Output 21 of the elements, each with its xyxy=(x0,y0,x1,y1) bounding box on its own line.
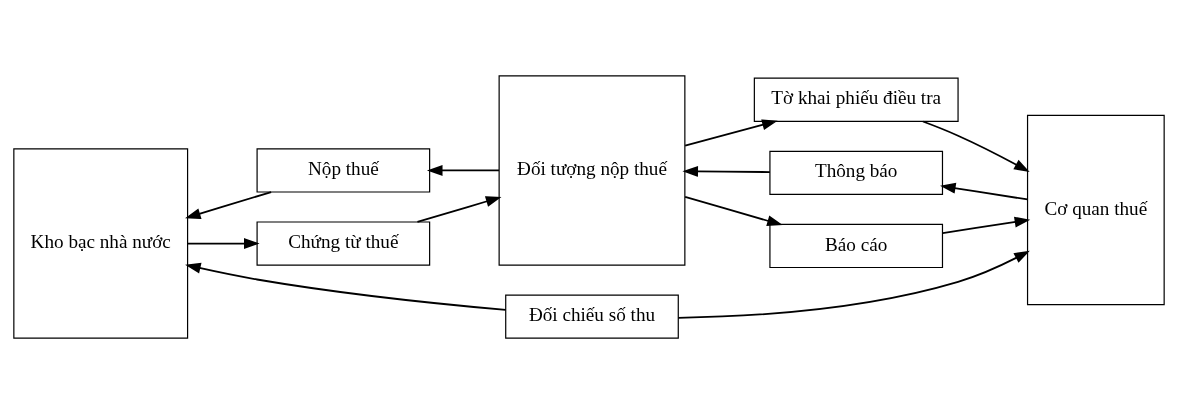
arrow xyxy=(922,120,1030,172)
node-box: Chứng từ thuế xyxy=(256,221,431,266)
arrow xyxy=(185,191,273,219)
arrow xyxy=(426,165,500,176)
arrow xyxy=(682,165,771,177)
node-box: Nộp thuế xyxy=(256,148,431,193)
node-box: Thông báo xyxy=(769,150,944,195)
arrow xyxy=(185,262,507,311)
node-box: Báo cáo xyxy=(769,223,944,269)
node-box: Kho bạc nhà nước xyxy=(13,148,189,339)
node-box: Cơ quan thuế xyxy=(1026,114,1165,306)
node-box: Tờ khai phiếu điều tra xyxy=(753,77,959,122)
arrow xyxy=(940,182,1029,201)
node-box: Đối chiếu số thu xyxy=(505,294,679,339)
arrow xyxy=(677,250,1030,319)
arrow xyxy=(684,196,783,227)
arrow xyxy=(416,196,502,223)
arrow xyxy=(684,119,778,147)
arrow xyxy=(941,216,1031,234)
arrow xyxy=(186,238,260,249)
node-box: Đối tượng nộp thuế xyxy=(498,75,686,266)
